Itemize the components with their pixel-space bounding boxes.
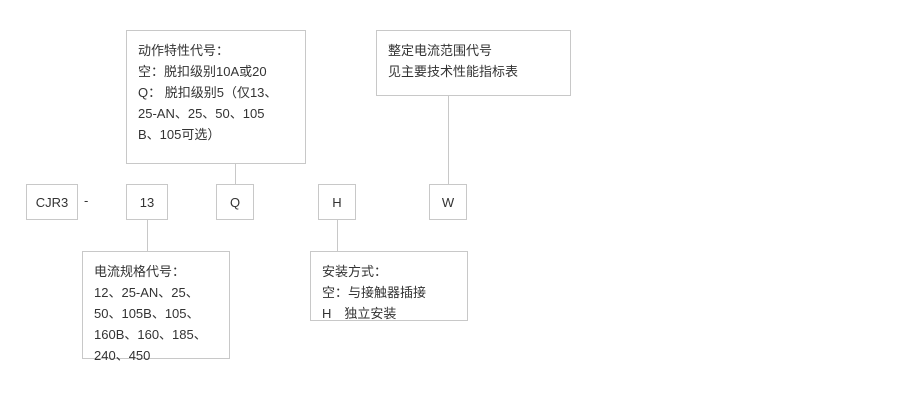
note-current-spec: 电流规格代号： 12、25-AN、25、 50、105B、105、 160B、1…: [82, 251, 230, 363]
connector-action-characteristic: [235, 164, 236, 184]
code-box-series: CJR3: [26, 184, 78, 220]
note-mounting: 安装方式： 空：与接触器插接 H 独立安装: [310, 251, 468, 321]
code-box-action-char: Q: [216, 184, 254, 220]
connector-current-spec-vertical: [147, 220, 148, 251]
code-box-mounting: H: [318, 184, 356, 220]
code-box-current-range: W: [429, 184, 467, 220]
code-separator: -: [84, 193, 89, 208]
connector-current-range: [448, 96, 449, 184]
code-box-current-spec: 13: [126, 184, 168, 220]
connector-mounting-vertical: [337, 220, 338, 251]
note-current-range: 整定电流范围代号 见主要技术性能指标表: [376, 30, 571, 96]
note-action-characteristic: 动作特性代号： 空：脱扣级别10A或20 Q： 脱扣级别5（仅13、 25-AN…: [126, 30, 306, 164]
